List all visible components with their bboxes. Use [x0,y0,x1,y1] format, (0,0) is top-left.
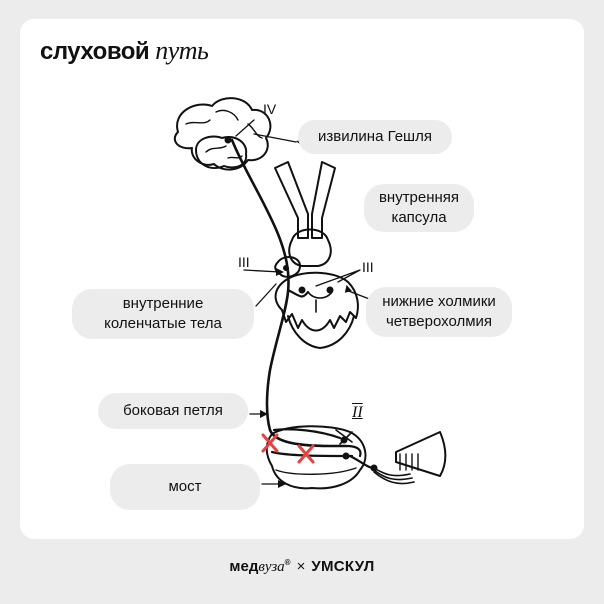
label-geniculate-bodies: внутренние коленчатые тела [72,289,254,339]
label-heschl-gyrus-text: извилина Гешля [318,127,432,145]
geniculate-neuron [283,265,289,271]
label-lateral-lemniscus: боковая петля [98,393,248,429]
title-word-2: путь [155,36,209,65]
brand-separator: × [296,558,306,575]
label-heschl-gyrus: извилина Гешля [298,120,452,154]
lesion-mark-left [261,433,279,453]
label-inferior-colliculi-text: нижние холмики четверохолмия [382,292,496,330]
label-inferior-colliculi: нижние холмики четверохолмия [366,287,512,337]
level-ii-label: II [352,404,363,421]
level-iii-left-label: III [238,254,250,270]
temporal-lobe-outline [195,135,248,169]
midbrain-outline [274,271,359,332]
label-pons-text: мост [168,477,202,495]
level-iv-label: IV [263,101,277,117]
internal-capsule-right [311,161,336,239]
label-pons: мост [110,464,260,510]
geniculate-body [274,256,301,278]
label-geniculate-bodies-text: внутренние коленчатые тела [104,294,222,332]
lesion-mark-right [297,444,315,464]
ascending-pathway [230,138,348,448]
level-iii-right-label: III [362,259,374,275]
label-internal-capsule-text: внутренняя капсула [378,188,460,226]
colliculus-neuron-right [326,286,334,294]
cochlea-sector [395,431,447,477]
title-word-1: слуховой [40,38,150,65]
olive-neuron-upper [340,436,348,444]
cochlear-nucleus-neuron [370,464,378,472]
olive-neuron-lower [342,452,350,460]
cortex-outline [173,97,272,171]
label-lateral-lemniscus-text: боковая петля [123,401,223,419]
label-internal-capsule: внутренняя капсула [364,184,474,232]
ventricle-outline [288,228,332,267]
colliculus-neuron-left [298,286,306,294]
pons-outline [265,425,367,490]
brand-umskul-logo: УМСКУЛ [311,558,375,575]
internal-capsule-left [274,161,309,239]
cortex-neuron [224,136,232,144]
content-card [20,19,584,539]
footer-brands: медвуза® × УМСКУЛ [0,558,604,576]
brand-meduza-logo: медвуза® [229,558,291,575]
